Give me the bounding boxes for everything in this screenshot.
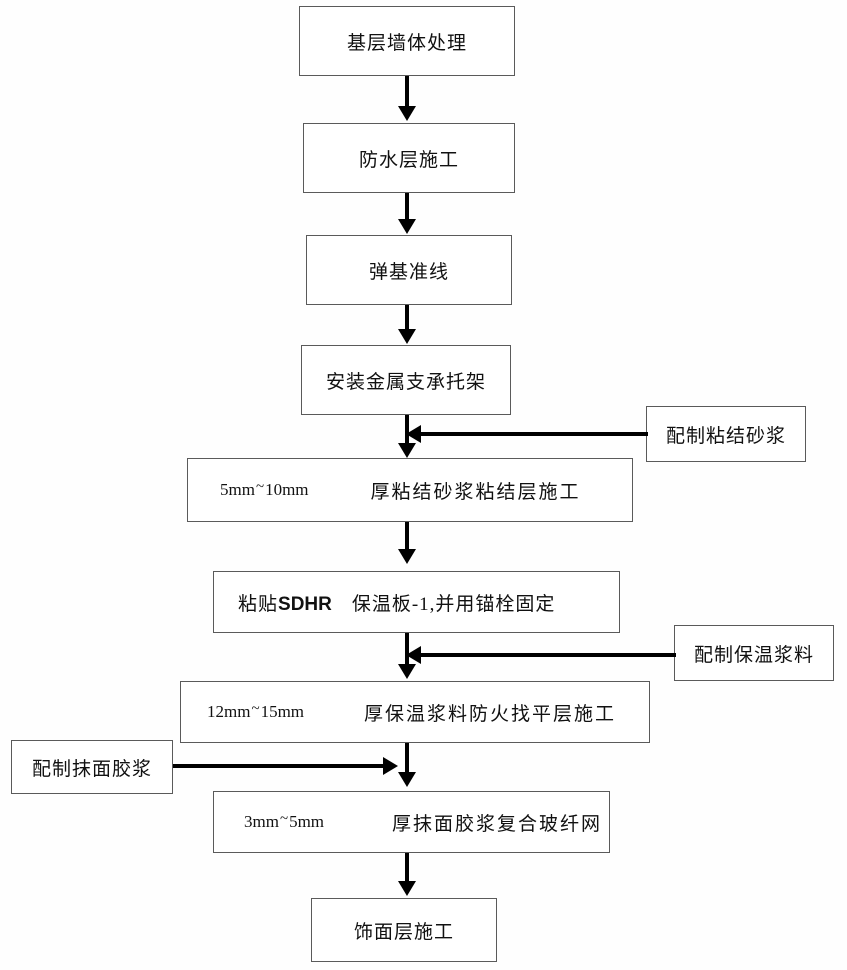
flow-node-prepare-plaster-adhesive[interactable]: 配制抹面胶浆: [11, 740, 173, 794]
flow-node-label: 配制抹面胶浆: [31, 758, 152, 780]
flow-node-label: 基层墙体处理: [346, 32, 467, 54]
connector-s1-n5: [418, 432, 648, 436]
flow-node-finish-layer[interactable]: 饰面层施工: [311, 898, 497, 962]
arrowhead-n4-n5: [398, 443, 416, 458]
arrowhead-s1-n5: [406, 425, 421, 443]
connector-n1-n2: [405, 76, 409, 108]
connector-s3-n8: [173, 764, 385, 768]
connector-n2-n3: [405, 193, 409, 221]
flow-node-label: 粘贴SDHR 保温板-1,并用锚栓固定: [238, 593, 556, 615]
arrowhead-n3-n4: [398, 329, 416, 344]
connector-n5-n6: [405, 522, 409, 551]
flow-node-label: 防水层施工: [358, 149, 459, 171]
arrowhead-n5-n6: [398, 549, 416, 564]
thickness-spec: 12mm~15mm: [207, 701, 305, 721]
arrowhead-n6-n7: [398, 664, 416, 679]
flow-node-label: 配制保温浆料: [693, 644, 814, 666]
arrowhead-n8-n9: [398, 881, 416, 896]
flow-node-insulation-fireproof-leveling[interactable]: 12mm~15mm 厚保温浆料防火找平层施工: [180, 681, 650, 743]
connector-n7-n8: [405, 743, 409, 775]
flow-node-label: 厚保温浆料防火找平层施工: [364, 703, 617, 725]
flow-node-label: 厚粘结砂浆粘结层施工: [370, 481, 581, 503]
flow-node-prepare-bonding-mortar[interactable]: 配制粘结砂浆: [646, 406, 806, 462]
arrowhead-n2-n3: [398, 219, 416, 234]
connector-n8-n9: [405, 853, 409, 883]
flow-node-label: 配制粘结砂浆: [665, 425, 786, 447]
flow-node-label: 厚抹面胶浆复合玻纤网: [392, 813, 603, 835]
thickness-spec: 3mm~5mm: [244, 811, 325, 831]
flow-node-bonding-mortar-layer[interactable]: 5mm~10mm 厚粘结砂浆粘结层施工: [187, 458, 633, 522]
flow-node-prepare-insulation-slurry[interactable]: 配制保温浆料: [674, 625, 834, 681]
flow-node-base-wall-treatment[interactable]: 基层墙体处理: [299, 6, 515, 76]
connector-n3-n4: [405, 305, 409, 331]
flow-node-label: 弹基准线: [368, 261, 449, 283]
flow-node-baseline-snap[interactable]: 弹基准线: [306, 235, 512, 305]
flow-node-plaster-mesh-layer[interactable]: 3mm~5mm 厚抹面胶浆复合玻纤网: [213, 791, 610, 853]
arrowhead-n7-n8: [398, 772, 416, 787]
flow-node-install-metal-bracket[interactable]: 安装金属支承托架: [301, 345, 511, 415]
flow-node-label: 饰面层施工: [353, 921, 454, 943]
flow-node-paste-sdhr-board[interactable]: 粘贴SDHR 保温板-1,并用锚栓固定: [213, 571, 620, 633]
flow-node-label: 安装金属支承托架: [325, 371, 486, 393]
arrowhead-s3-n8: [383, 757, 398, 775]
thickness-spec: 5mm~10mm: [220, 479, 309, 499]
flow-node-waterproof-layer[interactable]: 防水层施工: [303, 123, 515, 193]
arrowhead-n1-n2: [398, 106, 416, 121]
connector-s2-n7: [418, 653, 676, 657]
arrowhead-s2-n7: [406, 646, 421, 664]
